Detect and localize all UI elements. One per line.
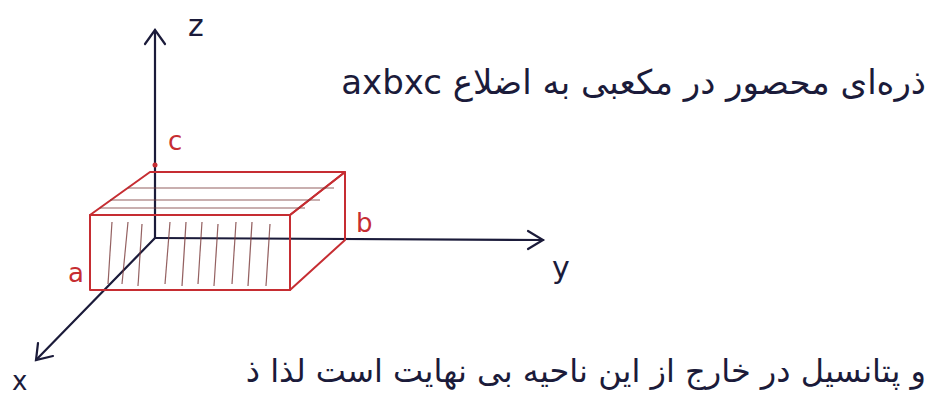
note-text: ذره‌ای محصور در مکعبی به اضلاع axbxc (341, 62, 926, 103)
z-axis (154, 30, 156, 238)
top-face (90, 172, 345, 215)
y-arrowhead (528, 231, 543, 249)
z-arrowhead (145, 30, 165, 44)
dimension-label: c (168, 126, 182, 157)
axis-label: x (12, 366, 27, 397)
front-face (90, 215, 290, 290)
dimension-label: b (356, 208, 373, 239)
hatching (100, 188, 334, 286)
x-arrowhead (36, 343, 53, 360)
right-face (290, 172, 345, 290)
box-outline (90, 172, 345, 290)
c-mark (153, 163, 158, 168)
x-axis (36, 238, 155, 360)
axis-label: z (188, 8, 204, 44)
axis-label: y (552, 250, 570, 286)
y-axis (155, 238, 543, 240)
dimension-label: a (68, 258, 84, 289)
note-text: و پتانسیل در خارج از این ناحیه بی نهایت … (246, 352, 926, 390)
